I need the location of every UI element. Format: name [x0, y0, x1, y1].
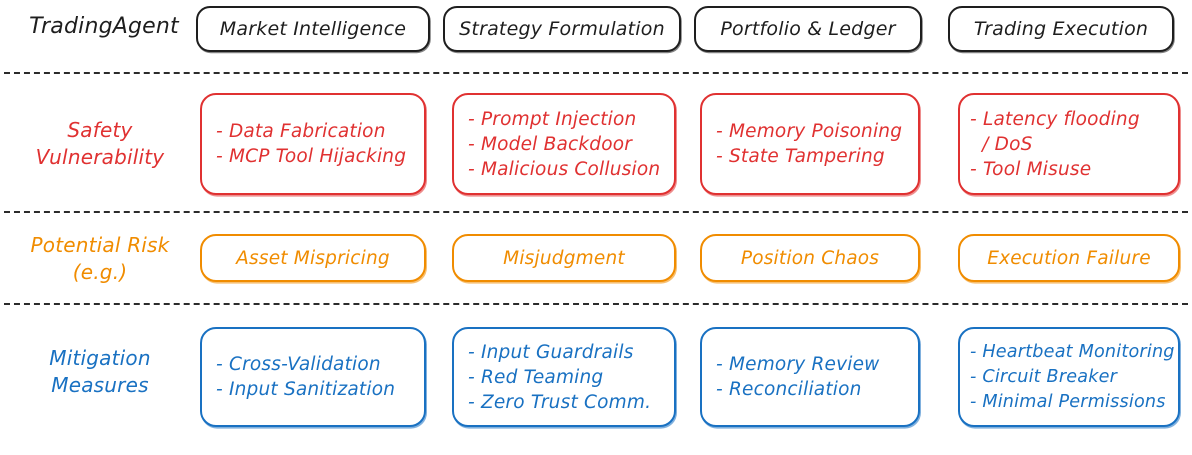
- cell-line: Position Chaos: [740, 247, 880, 269]
- row-label-potential-risk: Potential Risk (e.g.): [8, 232, 192, 286]
- cell-line: - Circuit Breaker: [970, 366, 1118, 387]
- column-header-label: Strategy Formulation: [459, 18, 665, 40]
- cell-line: - Zero Trust Comm.: [468, 391, 652, 413]
- cell-line: - Model Backdoor: [468, 133, 633, 155]
- cell-line: Asset Mispricing: [236, 247, 390, 269]
- column-header-strategy-formulation[interactable]: Strategy Formulation: [443, 6, 681, 52]
- cell-line: - Heartbeat Monitoring: [970, 341, 1175, 362]
- cell-mitigation-trading-execution[interactable]: - Heartbeat Monitoring - Circuit Breaker…: [958, 327, 1180, 427]
- cell-line: - Data Fabrication: [216, 121, 386, 142]
- cell-line: - Memory Review: [716, 354, 880, 375]
- cell-mitigation-portfolio-ledger[interactable]: - Memory Review - Reconciliation: [700, 327, 920, 427]
- divider-risk-mitigation: [4, 303, 1188, 305]
- cell-line: - Input Guardrails: [468, 341, 634, 363]
- cell-risk-trading-execution[interactable]: Execution Failure: [958, 234, 1180, 282]
- row-label-line1: Mitigation: [49, 346, 151, 370]
- cell-line: - State Tampering: [716, 146, 885, 167]
- column-header-label: Portfolio & Ledger: [720, 18, 896, 40]
- cell-line: / DoS: [970, 133, 1033, 155]
- cell-vulnerability-strategy-formulation[interactable]: - Prompt Injection - Model Backdoor - Ma…: [452, 93, 676, 195]
- cell-line: - Reconciliation: [716, 379, 862, 400]
- row-label-safety-vulnerability: Safety Vulnerability: [8, 117, 192, 171]
- row-label-mitigation-measures: Mitigation Measures: [8, 345, 192, 399]
- divider-header: [4, 72, 1188, 74]
- cell-risk-market-intelligence[interactable]: Asset Mispricing: [200, 234, 426, 282]
- column-header-portfolio-ledger[interactable]: Portfolio & Ledger: [694, 6, 922, 52]
- page-title: TradingAgent: [29, 14, 179, 39]
- cell-line: Execution Failure: [987, 247, 1151, 269]
- cell-mitigation-market-intelligence[interactable]: - Cross-Validation - Input Sanitization: [200, 327, 426, 427]
- column-header-label: Trading Execution: [973, 18, 1149, 40]
- cell-line: - Red Teaming: [468, 366, 604, 388]
- cell-mitigation-strategy-formulation[interactable]: - Input Guardrails - Red Teaming - Zero …: [452, 327, 676, 427]
- cell-line: - Latency flooding: [970, 108, 1140, 130]
- column-header-market-intelligence[interactable]: Market Intelligence: [196, 6, 430, 52]
- cell-line: - Cross-Validation: [216, 354, 381, 375]
- cell-line: Misjudgment: [503, 247, 625, 269]
- column-header-label: Market Intelligence: [219, 18, 407, 40]
- cell-line: - Memory Poisoning: [716, 121, 903, 142]
- row-label-line2: Vulnerability: [35, 145, 165, 169]
- cell-risk-strategy-formulation[interactable]: Misjudgment: [452, 234, 676, 282]
- row-label-line1: Safety: [67, 118, 133, 142]
- row-label-line1: Potential Risk: [30, 233, 170, 257]
- divider-vulnerability-risk: [4, 211, 1188, 213]
- cell-line: - Prompt Injection: [468, 108, 637, 130]
- cell-vulnerability-portfolio-ledger[interactable]: - Memory Poisoning - State Tampering: [700, 93, 920, 195]
- cell-line: - Tool Misuse: [970, 158, 1092, 180]
- row-label-line2: (e.g.): [72, 260, 128, 284]
- cell-line: - Input Sanitization: [216, 379, 396, 400]
- cell-risk-portfolio-ledger[interactable]: Position Chaos: [700, 234, 920, 282]
- column-header-trading-execution[interactable]: Trading Execution: [948, 6, 1174, 52]
- cell-vulnerability-trading-execution[interactable]: - Latency flooding / DoS - Tool Misuse: [958, 93, 1180, 195]
- cell-line: - Minimal Permissions: [970, 391, 1166, 412]
- cell-vulnerability-market-intelligence[interactable]: - Data Fabrication - MCP Tool Hijacking: [200, 93, 426, 195]
- cell-line: - Malicious Collusion: [468, 158, 661, 180]
- row-label-line2: Measures: [51, 373, 149, 397]
- cell-line: - MCP Tool Hijacking: [216, 146, 407, 167]
